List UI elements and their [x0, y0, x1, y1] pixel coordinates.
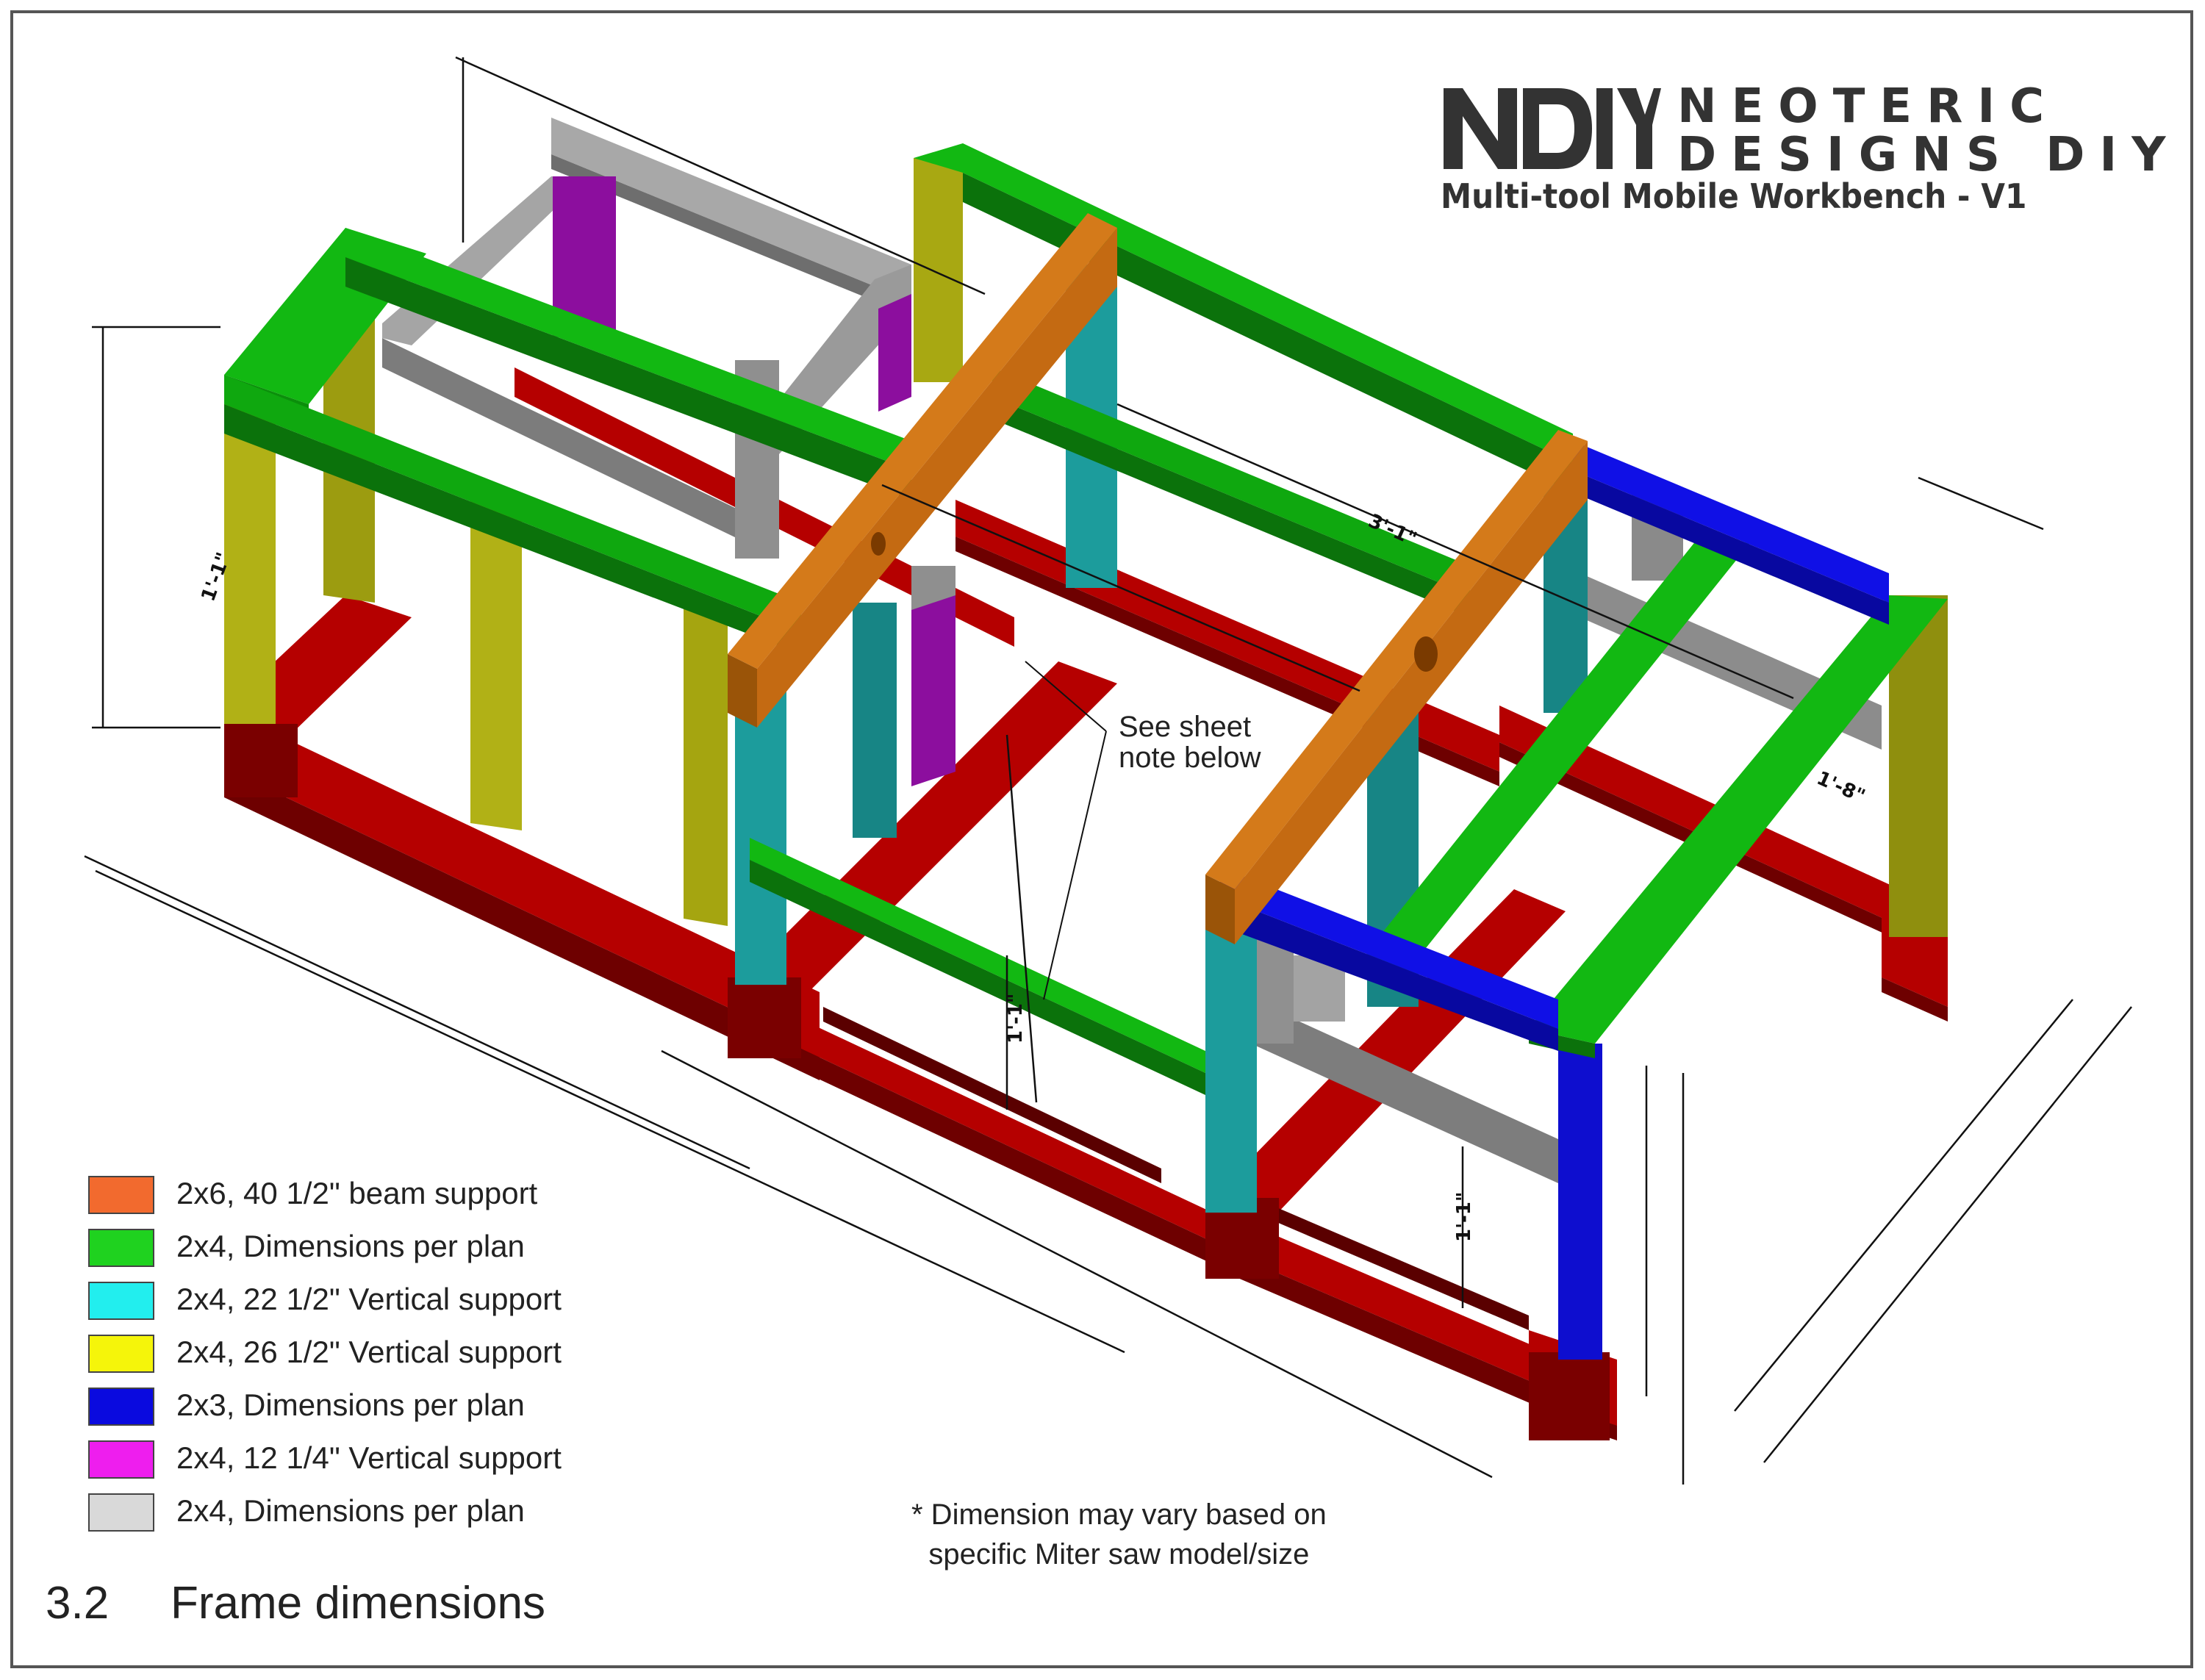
legend-swatch [88, 1493, 154, 1532]
legend-swatch [88, 1335, 154, 1373]
legend-label: 2x3, Dimensions per plan [176, 1388, 525, 1422]
dim-label-4: 1'-8" [1813, 767, 1868, 808]
callout-line-2: note below [1119, 742, 1261, 774]
legend-swatch [88, 1440, 154, 1479]
section-name: Frame dimensions [171, 1578, 545, 1629]
callout-leader-lines [1025, 661, 1107, 1000]
sheet-border [10, 10, 2193, 1668]
dim-label-3: 1'-1" [1005, 994, 1027, 1044]
material-legend: 2x6, 40 1/2" beam support 2x4, Dimension… [88, 1170, 676, 1540]
blue-rails [1220, 441, 1889, 1051]
callout-line-1: See sheet [1119, 711, 1252, 743]
legend-item: 2x4, 12 1/4" Vertical support [88, 1435, 676, 1487]
legend-label: 2x4, 12 1/4" Vertical support [176, 1440, 562, 1475]
brand-name-line-2: DESIGNS DIY [1677, 128, 2181, 182]
legend-label: 2x6, 40 1/2" beam support [176, 1176, 538, 1210]
dim-label-5: 1'-1" [1453, 1192, 1475, 1242]
legend-item: 2x4, 22 1/2" Vertical support [88, 1276, 676, 1329]
legend-item: 2x4, 26 1/2" Vertical support [88, 1329, 676, 1382]
legend-label: 2x4, Dimensions per plan [176, 1493, 525, 1528]
sheet-note-callout: See sheet note below [1119, 711, 1261, 773]
section-number: 3.2 [46, 1578, 110, 1629]
legend-swatch [88, 1229, 154, 1267]
legend-swatch [88, 1176, 154, 1214]
legend-label: 2x4, 26 1/2" Vertical support [176, 1335, 562, 1369]
brand-name-line-1: NEOTERIC [1677, 79, 2059, 134]
legend-item: 2x4, Dimensions per plan [88, 1223, 676, 1276]
legend-swatch [88, 1388, 154, 1426]
legend-label: 2x4, 22 1/2" Vertical support [176, 1282, 562, 1316]
vertical-posts [224, 158, 1948, 1360]
footnote-line-1: * Dimension may vary based on [911, 1498, 1327, 1531]
brand-block: NEOTERIC DESIGNS DIY Multi-tool Mobile W… [1441, 73, 2166, 235]
green-top-rails [224, 143, 1948, 1095]
dimension-lines [84, 56, 2132, 1485]
legend-item: 2x4, Dimensions per plan [88, 1487, 676, 1540]
legend-item: 2x3, Dimensions per plan [88, 1382, 676, 1435]
footnote-line-2: specific Miter saw model/size [928, 1538, 1310, 1570]
legend-swatch [88, 1282, 154, 1320]
section-title: 3.2 Frame dimensions [46, 1577, 545, 1629]
legend-item: 2x6, 40 1/2" beam support [88, 1170, 676, 1223]
sheet-footnote: * Dimension may vary based on specific M… [911, 1495, 1327, 1574]
orange-beams [728, 213, 1588, 944]
drawing-subtitle: Multi-tool Mobile Workbench - V1 [1441, 176, 2027, 216]
ndiy-logo-icon [1444, 88, 1661, 169]
legend-label: 2x4, Dimensions per plan [176, 1229, 525, 1263]
